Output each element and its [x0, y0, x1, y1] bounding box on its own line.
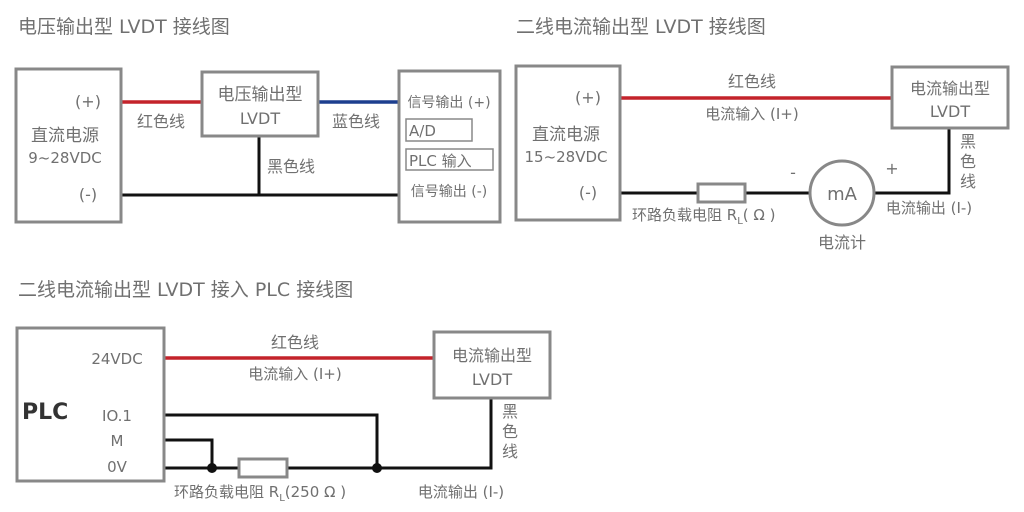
- black-wire-char: 黑: [502, 402, 518, 421]
- receiver-box: [397, 69, 502, 224]
- red-wire-label: 红色线: [728, 72, 776, 91]
- dc-power-supply-box: [514, 64, 622, 222]
- meter-minus-label: -: [790, 163, 796, 182]
- black-wire-char: 黑: [960, 132, 976, 151]
- junction-dot: [372, 463, 382, 473]
- lvdt-type-label: 电流输出型: [910, 79, 990, 98]
- current-input-label: 电流输入 (I+): [705, 105, 798, 123]
- diagram2-title: 二线电流输出型 LVDT 接线图: [516, 16, 766, 38]
- black-wire-return: [287, 398, 493, 470]
- lvdt-name-label: LVDT: [930, 102, 970, 121]
- junction-dot: [207, 463, 217, 473]
- red-wire-label: 红色线: [137, 112, 185, 131]
- current-output-label: 电流输出 (I-): [886, 199, 972, 217]
- current-lvdt-box: [432, 330, 552, 400]
- black-wire-char: 线: [502, 442, 518, 461]
- load-resistor: [237, 457, 289, 479]
- meter-unit-label: mA: [827, 184, 858, 205]
- blue-wire-label: 蓝色线: [332, 112, 380, 131]
- terminal-m-label: M: [111, 432, 124, 450]
- black-wire-m: [164, 438, 214, 468]
- power-minus-label: (-): [79, 185, 97, 204]
- signal-minus-label: 信号输出 (-): [411, 184, 487, 200]
- plc-box: [15, 326, 166, 483]
- current-lvdt-box: [890, 65, 1010, 130]
- ad-label: A/D: [409, 122, 436, 140]
- power-range-label: 15~28VDC: [524, 148, 607, 166]
- voltage-lvdt-box: [200, 70, 320, 138]
- current-output-label: 电流输出 (I-): [418, 483, 504, 501]
- load-resistor-label: 环路负载电阻 RL( Ω ): [632, 206, 775, 227]
- diagram-current-lvdt-plc: 二线电流输出型 LVDT 接入 PLC 接线图 PLC 24VDC IO.1 M…: [15, 279, 552, 504]
- diagram3-title: 二线电流输出型 LVDT 接入 PLC 接线图: [18, 279, 353, 301]
- terminal-io-label: IO.1: [102, 407, 132, 425]
- black-wire-io: [164, 413, 379, 468]
- power-range-label: 9~28VDC: [28, 149, 101, 167]
- power-plus-label: (+): [575, 88, 601, 107]
- black-wire-label: 黑色线: [267, 157, 315, 176]
- lvdt-name-label: LVDT: [472, 370, 512, 389]
- diagram1-title: 电压输出型 LVDT 接线图: [18, 16, 230, 38]
- black-wire-right: [874, 128, 951, 195]
- plc-input-box: [405, 148, 494, 171]
- lvdt-type-label: 电流输出型: [452, 346, 532, 365]
- meter-plus-label: +: [885, 159, 898, 178]
- terminal-24vdc-label: 24VDC: [91, 350, 142, 368]
- lvdt-name-label: LVDT: [240, 109, 280, 128]
- black-wire-char: 色: [502, 422, 518, 441]
- power-name-label: 直流电源: [532, 125, 600, 145]
- plc-label: PLC: [22, 400, 68, 425]
- load-resistor: [696, 182, 747, 204]
- red-wire-label: 红色线: [271, 333, 319, 352]
- ad-box: [405, 118, 473, 142]
- power-plus-label: (+): [75, 92, 101, 111]
- diagram-voltage-lvdt: 电压输出型 LVDT 接线图 (+) 直流电源 9~28VDC (-) 电压输出…: [14, 16, 502, 224]
- power-name-label: 直流电源: [31, 126, 99, 146]
- diagram-current-lvdt: 二线电流输出型 LVDT 接线图 (+) 直流电源 15~28VDC (-) 红…: [514, 16, 1010, 252]
- current-input-label: 电流输入 (I+): [248, 365, 341, 383]
- lvdt-type-label: 电压输出型: [218, 85, 303, 105]
- black-wire-char: 色: [960, 152, 976, 171]
- milliammeter: [808, 159, 876, 227]
- black-wire-char: 线: [960, 172, 976, 191]
- dc-power-supply-box: [14, 67, 123, 224]
- power-minus-label: (-): [579, 183, 597, 202]
- plc-input-label: PLC 输入: [409, 152, 472, 170]
- signal-plus-label: 信号输出 (+): [407, 95, 490, 111]
- ammeter-label: 电流计: [818, 233, 866, 252]
- terminal-0v-label: 0V: [107, 458, 128, 476]
- load-resistor-label: 环路负载电阻 RL(250 Ω ): [174, 483, 346, 504]
